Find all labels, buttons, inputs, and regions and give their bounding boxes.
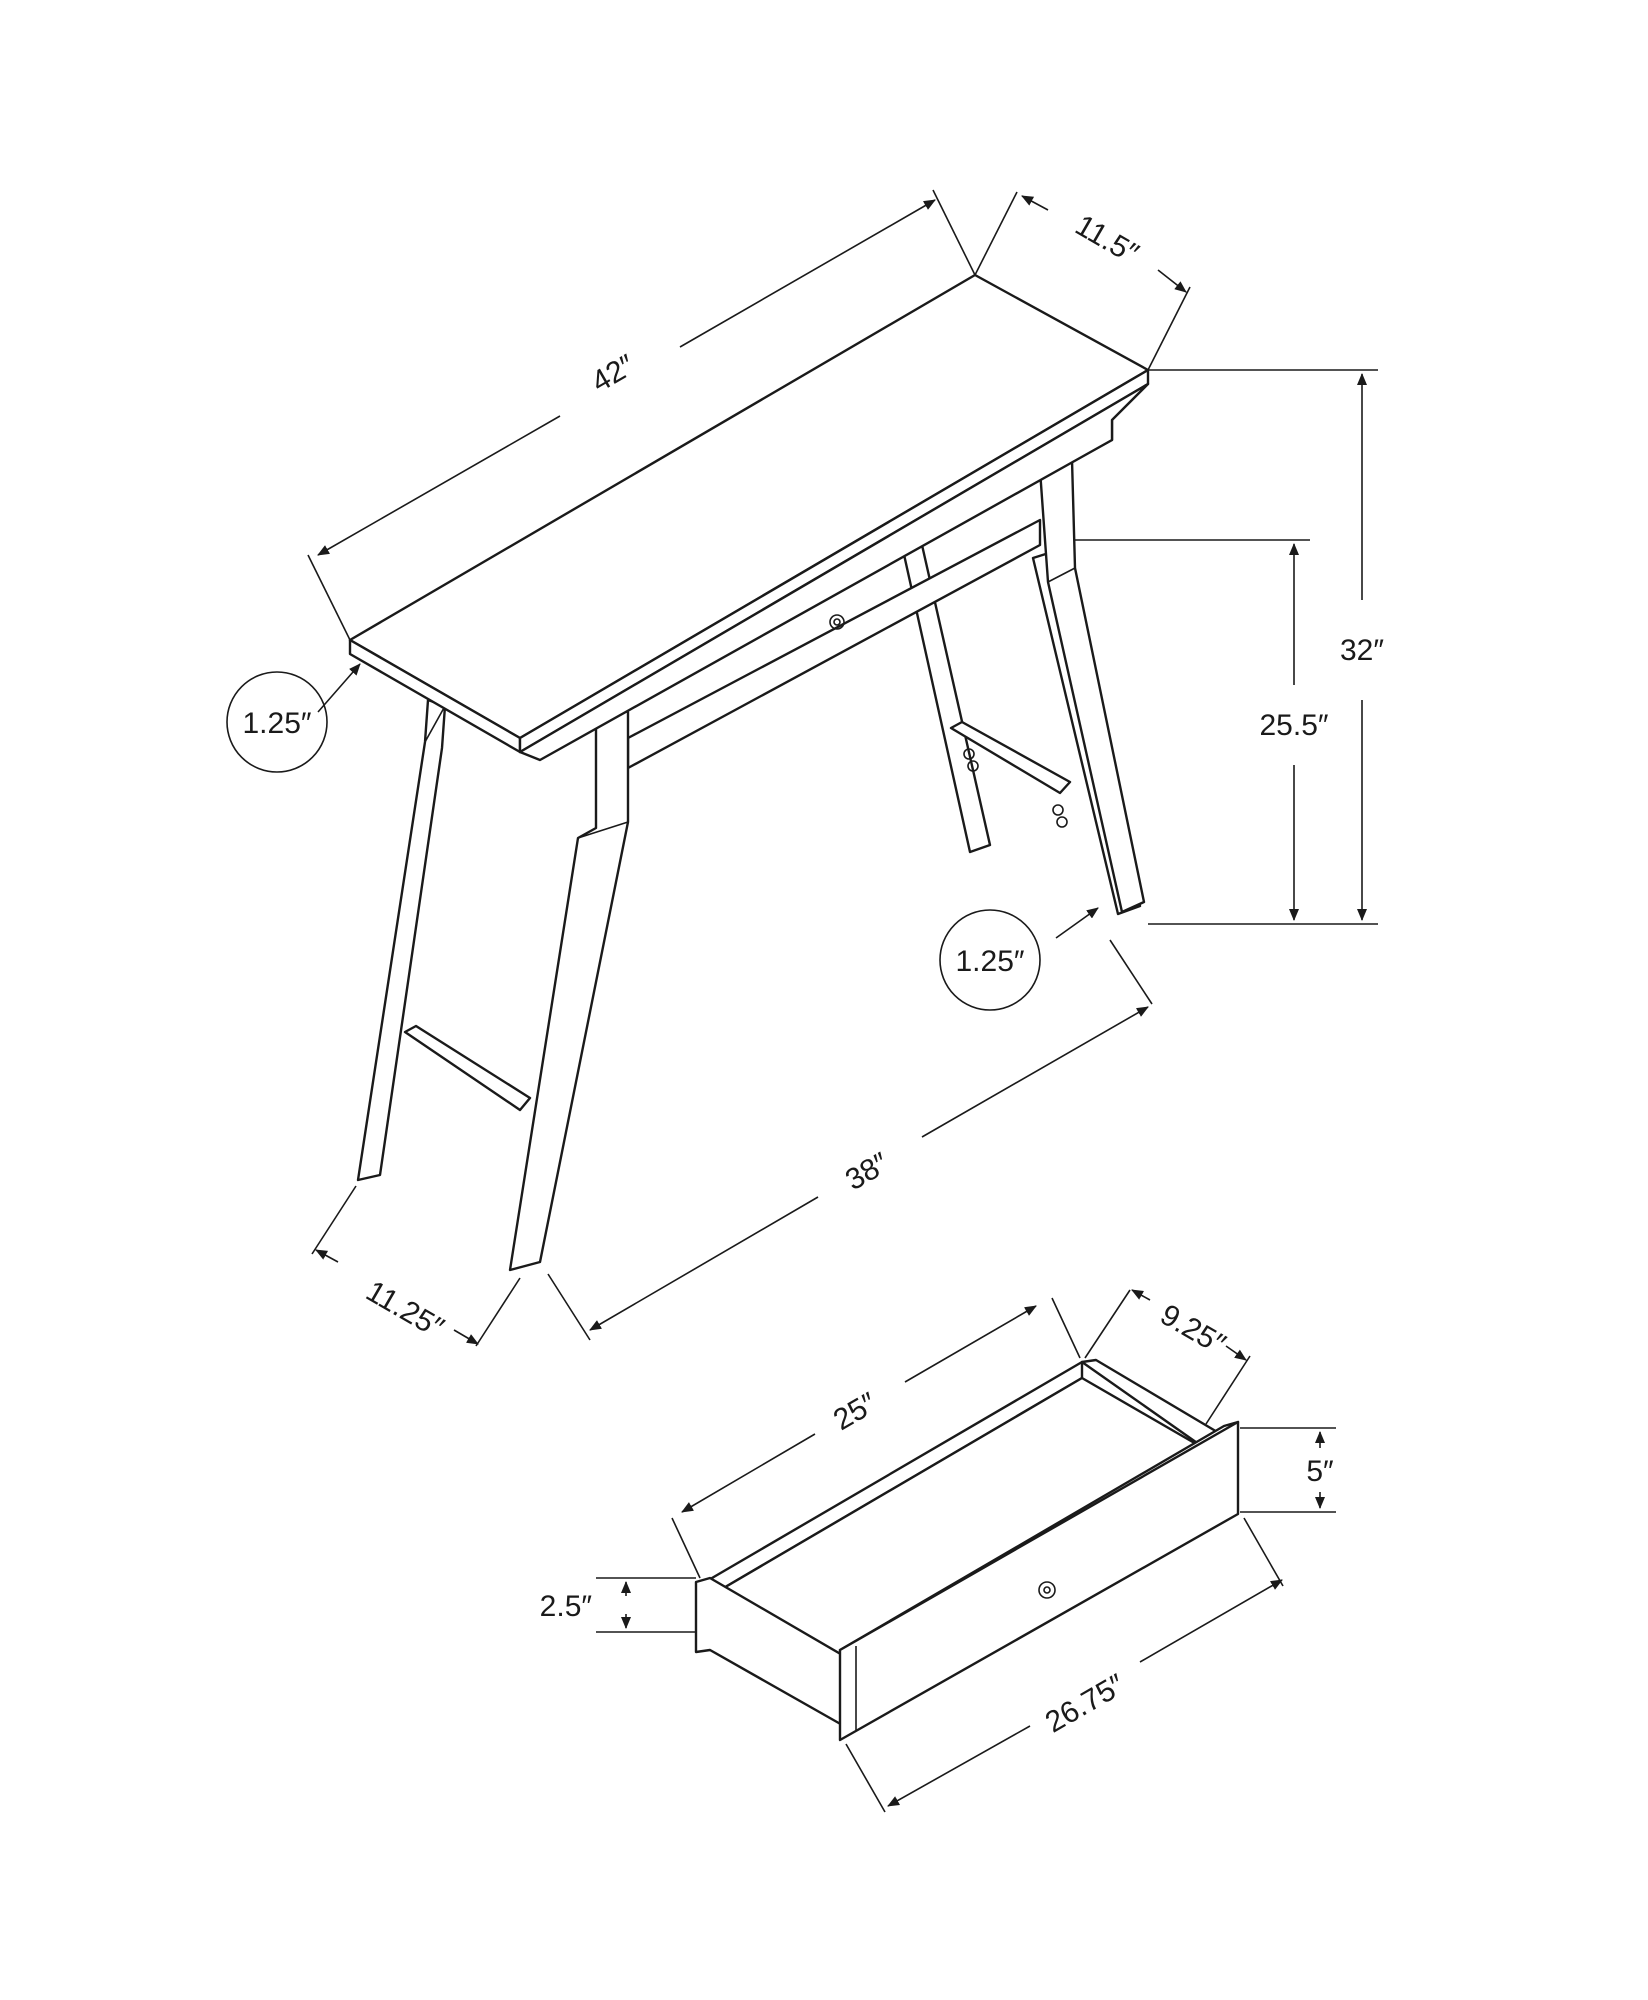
dim-label-total-height: 32″ [1340,634,1384,667]
dim-label-drawer-side-height: 2.5″ [540,1590,593,1623]
drawer-knob [1038,1581,1056,1599]
dim-label-drawer-front-height: 5″ [1306,1455,1334,1488]
tabletop-under-lip [518,382,1150,762]
drawer-knob [829,614,845,630]
drawer-front-panel [838,1420,1240,1742]
bolt-hole [1052,804,1064,816]
dim-label-leg-thickness: 1.25″ [955,945,1024,978]
left-end-leg-back [356,698,447,1182]
dim-label-drawer-front-length: 26.75″ [1040,1668,1131,1740]
bolt-hole [1056,816,1068,828]
callout-circle-top [226,671,328,773]
back-stretcher [949,720,1072,795]
dim-label-top-length: 42″ [586,348,641,399]
dim-label-leg-span: 38″ [840,1146,895,1197]
callout-circle-leg [939,909,1041,1011]
bolt-hole [963,748,975,760]
dim-label-top-thickness: 1.25″ [242,707,311,740]
tabletop-surface [348,273,1150,740]
bolt-hole [967,760,979,772]
drawer-dimension-lines [596,1289,1336,1813]
front-left-leg [508,698,630,1272]
console-table-drawing [348,273,1150,1272]
dim-label-clearance: 25.5″ [1259,709,1328,742]
table-dimension-lines [226,189,1378,1347]
dim-label-leg-depth: 11.25″ [360,1275,449,1346]
lower-stretcher [403,1024,532,1112]
dim-label-top-depth: 11.5″ [1070,209,1145,271]
drawer-drawing [694,1358,1240,1742]
front-right-leg [1038,458,1146,914]
dim-label-drawer-inner-length: 25″ [828,1386,883,1437]
dim-label-drawer-inner-depth: 9.25″ [1155,1298,1232,1361]
